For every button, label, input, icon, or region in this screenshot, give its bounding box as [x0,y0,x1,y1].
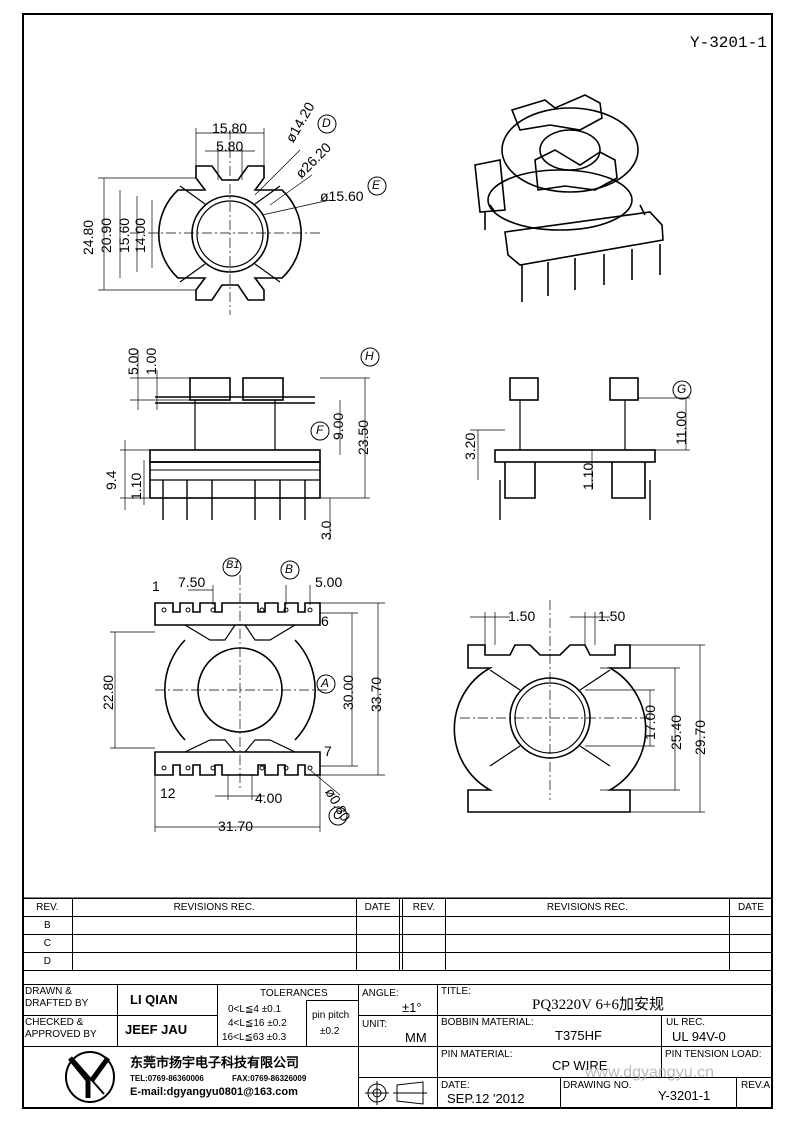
dim-23.50: 23.50 [355,419,371,455]
bobbin-val: T375HF [555,1028,602,1043]
table-row: D [22,952,774,971]
date-val: SEP.12 '2012 [447,1091,525,1106]
drawing-no-label: DRAWING NO. [563,1080,632,1091]
drawing-no-val: Y-3201-1 [658,1088,711,1103]
dim-31.70: 31.70 [218,818,254,834]
watermark: www.dgyangyu.cn [585,1064,714,1081]
tol-row-1: 0<L≦4 ±0.1 [228,1004,282,1015]
dim-20.90: 20.90 [98,217,114,253]
table-row: B [22,916,774,935]
bobbin-label: BOBBIN MATERIAL: [441,1017,534,1028]
rear-view [453,600,705,813]
date-header: DATE [355,898,400,917]
ul-val: UL 94V-0 [672,1029,726,1044]
date-label: DATE: [441,1080,470,1091]
dim-5.00: 5.00 [125,347,141,375]
company-name: 东莞市扬宇电子科技有限公司 [130,1055,300,1070]
checked-by: JEEF JAU [125,1022,188,1037]
angle-label: ANGLE: [362,988,399,999]
revision-table: REV. REVISIONS REC. DATE REV. REVISIONS … [22,898,774,971]
callout-circles [222,114,692,826]
dim-5.80: 5.80 [216,138,244,154]
rev-label: REV.A [741,1080,771,1091]
callout-H: H [365,349,374,363]
callout-C: C [333,808,342,822]
drawn-label: DRAWN & DRAFTED BY [25,986,89,1009]
dim-24.80: 24.80 [80,219,96,255]
dim-3.20: 3.20 [462,432,478,460]
table-row: C [22,934,774,953]
pin-label-7: 7 [324,743,332,759]
callout-F: F [316,423,324,437]
dim-7.50: 7.50 [178,574,206,590]
company-email: E-mail:dgyangyu0801@163.com [130,1086,298,1098]
callout-B1: B1 [226,559,240,571]
pin-pitch-tol: ±0.2 [320,1026,340,1037]
ul-label: UL REC. [666,1017,706,1028]
pin-mat-val: CP WIRE [552,1058,608,1073]
pin-tension-label: PIN TENSION LOAD: [665,1049,762,1060]
tol-row-3: 16<L≦63 ±0.3 [222,1032,287,1043]
revisions-header-2: REVISIONS REC. [445,898,730,917]
rev-header-2: REV. [401,898,447,917]
dim-1.00: 1.00 [143,347,159,375]
dim-33.70: 33.70 [368,676,384,712]
revisions-header: REVISIONS REC. [71,898,357,917]
unit-label: UNIT: [362,1019,387,1030]
pin-label-6: 6 [321,613,329,629]
checked-label: CHECKED & APPROVED BY [25,1017,97,1040]
tolerances-label: TOLERANCES [260,988,328,999]
callout-E: E [372,178,381,192]
dim-17.00: 17.00 [642,704,658,740]
pin-mat-label: PIN MATERIAL: [441,1049,513,1060]
right-side-view [470,377,690,520]
dim-30.00: 30.00 [340,674,356,710]
dim-1.10-left: 1.10 [128,472,144,500]
company-logo-icon [65,1051,115,1103]
callout-G: G [677,382,687,396]
isometric-view [474,94,664,302]
callout-B: B [285,562,294,576]
dim-22.80: 22.80 [100,674,116,710]
dim-1.50-left: 1.50 [508,608,536,624]
company-tel: TEL:0769-86360006 [130,1074,204,1083]
dim-1.50-right: 1.50 [598,608,626,624]
title-label: TITLE: [441,986,472,997]
projection-symbol-icon [365,1081,427,1105]
dim-1.10-right: 1.10 [580,462,596,490]
company-fax: FAX:0769-86326009 [232,1074,307,1083]
dim-4.00: 4.00 [255,790,283,806]
dim-9.00: 9.00 [330,412,346,440]
pin-label-12: 12 [160,785,176,801]
dim-9.4: 9.4 [103,470,119,490]
angle-val: ±1° [402,1000,422,1015]
date-header-2: DATE [728,898,774,917]
callout-D: D [322,116,331,130]
dim-3.0: 3.0 [318,520,334,540]
dim-15.60: 15.60 [116,217,132,253]
dim-14.00: 14.00 [132,217,148,253]
dim-5.00-bottom: 5.00 [315,574,343,590]
dim-11.00: 11.00 [673,411,689,445]
doc-number: Y-3201-1 [690,34,767,52]
unit-val: MM [405,1030,427,1045]
pin-pitch-label: pin pitch [312,1010,350,1021]
dim-25.40: 25.40 [668,714,684,750]
drawn-by: LI QIAN [130,992,178,1007]
tol-row-2: 4<L≦16 ±0.2 [228,1018,287,1029]
dim-15.80: 15.80 [212,120,248,136]
dim-phi15.60: ø15.60 [320,188,364,204]
dim-29.70: 29.70 [692,719,708,755]
rev-header: REV. [22,898,73,917]
top-view [98,128,331,315]
callout-A: A [321,676,330,690]
bottom-view [110,575,385,832]
side-view [120,350,370,540]
pin-label-1: 1 [152,578,160,594]
title-value: PQ3220V 6+6加安规 [532,997,664,1013]
